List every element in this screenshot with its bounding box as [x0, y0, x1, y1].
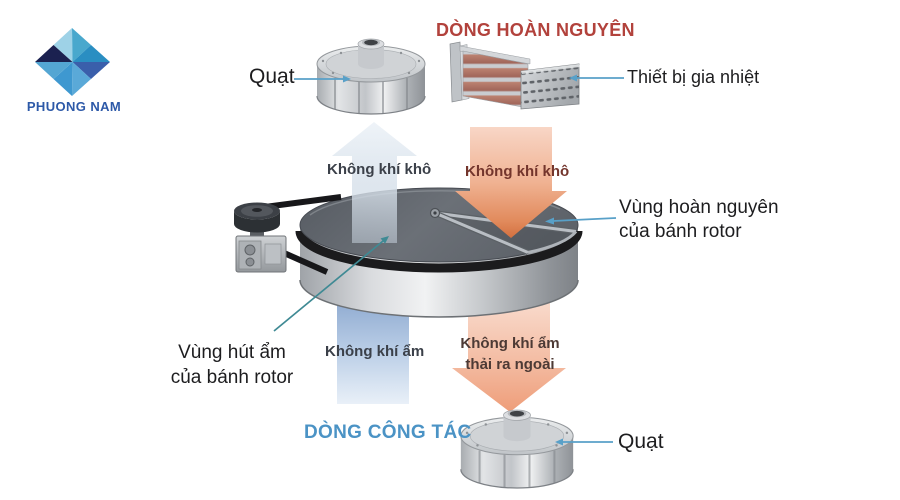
absorb-zone-line2: của bánh rotor	[170, 367, 294, 388]
leader-line-heater	[569, 74, 624, 82]
dry-air-left-label: Không khí khô	[327, 161, 432, 178]
regen-zone-line1: Vùng hoàn nguyên	[619, 197, 779, 218]
regeneration-flow-title: DÒNG HOÀN NGUYÊN	[436, 20, 635, 40]
logo-wordmark: PHUONG NAM	[26, 99, 122, 114]
working-flow-title: DÒNG CÔNG TÁC	[304, 422, 472, 443]
moist-air-out-label: Không khí ẩm thải ra ngoài	[455, 333, 565, 375]
moist-air-out-line2: thải ra ngoài	[465, 356, 555, 373]
heater-illustration	[449, 41, 580, 110]
regen-zone-label: Vùng hoàn nguyên của bánh rotor	[619, 196, 779, 244]
moist-air-in-label: Không khí ẩm	[325, 343, 425, 360]
moist-air-out-line1: Không khí ẩm	[460, 335, 560, 352]
leader-line-fan-top	[294, 75, 351, 83]
fan-bottom-label: Quạt	[618, 430, 664, 453]
moist-air-out-arrow	[452, 296, 566, 412]
heater-label: Thiết bị gia nhiệt	[627, 67, 760, 87]
fan-top-label: Quạt	[249, 65, 295, 88]
leader-line-regen-zone	[545, 217, 617, 225]
dry-air-right-label: Không khí khô	[465, 163, 570, 180]
fan-inlet-opening	[364, 39, 378, 46]
regen-zone-line2: của bánh rotor	[619, 221, 742, 242]
dry-air-up-arrow	[332, 122, 417, 243]
logo-diamond-icon	[35, 28, 110, 96]
fan-bottom-illustration	[460, 409, 574, 489]
absorb-zone-label: Vùng hút ẩm của bánh rotor	[156, 340, 308, 390]
absorb-zone-line1: Vùng hút ẩm	[178, 342, 286, 363]
dry-air-down-arrow	[455, 127, 567, 238]
leader-line-fan-bottom	[555, 438, 613, 446]
fan-inlet-opening	[509, 410, 525, 417]
rotor-belt-band	[295, 230, 583, 273]
motor-illustration	[234, 194, 342, 275]
leader-line-absorb-zone	[273, 236, 389, 332]
fan-top-illustration	[316, 38, 426, 115]
